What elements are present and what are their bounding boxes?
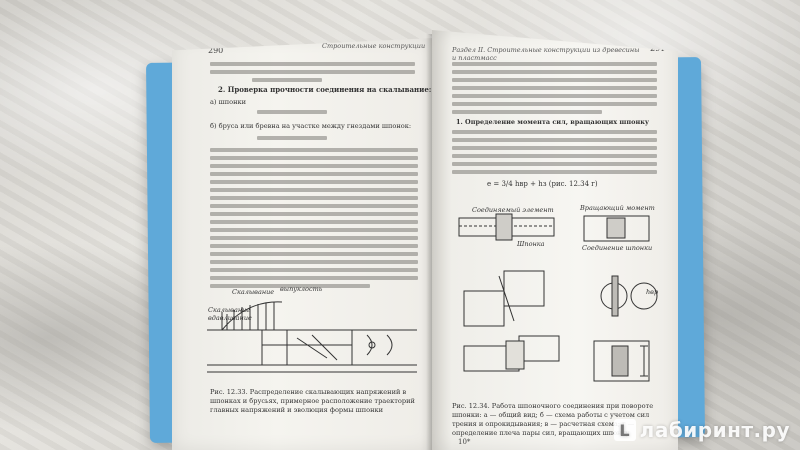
fig34-label-b1: Вращающий момент — [580, 204, 655, 212]
figure-12-34-caption: Рис. 12.34. Работа шпоночного соединения… — [452, 402, 654, 437]
item-a: а) шпонки — [210, 98, 247, 106]
left-page-number: 290 — [208, 46, 224, 55]
left-page: 290 Строительные конструкции 2. Проверка… — [172, 38, 434, 450]
right-page-header: Раздел II. Строительные конструкции из д… — [452, 46, 640, 62]
figure-12-34 — [458, 213, 658, 382]
fig34-label-d: hвр — [646, 288, 659, 296]
item-b: б) бруса или бревна на участке между гне… — [210, 122, 412, 130]
right-heading: 1. Определение момента сил, вращающих шп… — [456, 118, 650, 126]
labirint-logo-icon: L — [613, 419, 636, 441]
right-page: Раздел II. Строительные конструкции из д… — [432, 30, 678, 450]
figure-12-33-caption: Рис. 12.33. Распределение скалывающих на… — [210, 388, 415, 414]
fig33-label-top1: Скалывание — [232, 288, 275, 296]
right-formula: е = 3/4 hвр + hз (рис. 12.34 г) — [487, 180, 598, 188]
figure-12-33 — [207, 301, 417, 373]
fig34-label-b2: Соединение шпонки — [582, 244, 653, 252]
labirint-watermark: L лабиринт.ру — [613, 418, 790, 442]
fig33-label-top2: выпуклость — [280, 285, 323, 293]
fig33-label-left2: вдавливание — [208, 314, 252, 322]
watermark-text: лабиринт.ру — [639, 418, 790, 442]
left-page-header: Строительные конструкции — [322, 42, 426, 50]
fig33-label-left1: Скалывание — [208, 306, 251, 314]
fig34-label-a1: Соединяемый элемент — [472, 206, 554, 214]
fig34-label-a2: Шпонка — [517, 240, 545, 248]
right-page-footer: 10* — [458, 438, 471, 446]
left-heading: 2. Проверка прочности соединения на скал… — [218, 85, 432, 94]
